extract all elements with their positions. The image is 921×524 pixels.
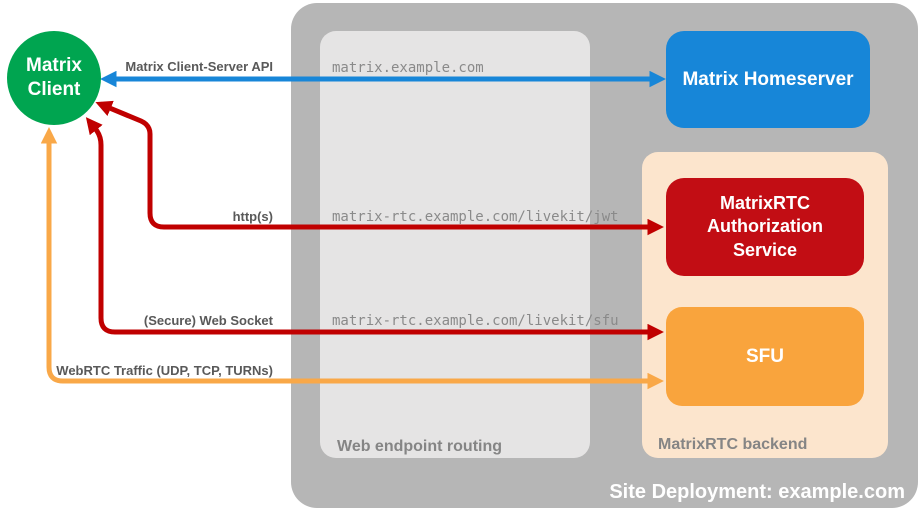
web-endpoint-routing-caption: Web endpoint routing — [337, 438, 503, 455]
node-matrix-homeserver: Matrix Homeserver — [666, 31, 870, 128]
node-matrixrtc-authorization-service: MatrixRTC Authorization Service — [666, 178, 864, 276]
edge-label-webrtc-traffic: WebRTC Traffic (UDP, TCP, TURNs) — [56, 363, 273, 378]
site-deployment-caption: Site Deployment: example.com — [609, 481, 905, 503]
edge-label-web-socket: (Secure) Web Socket — [143, 313, 273, 328]
node-sfu: SFU — [666, 307, 864, 406]
route-host-livekit-sfu: matrix-rtc.example.com/livekit/sfu — [332, 313, 619, 329]
matrix-client-label: Matrix Client — [26, 55, 82, 100]
sfu-label: SFU — [746, 345, 784, 367]
node-matrix-client: Matrix Client — [7, 31, 101, 125]
matrixrtc-backend-caption: MatrixRTC backend — [658, 436, 808, 453]
web-endpoint-routing-panel — [320, 31, 590, 458]
matrix-homeserver-label: Matrix Homeserver — [682, 68, 854, 90]
auth-service-label: MatrixRTC Authorization Service — [707, 193, 823, 260]
edge-label-https: http(s) — [232, 209, 273, 224]
route-host-matrix: matrix.example.com — [332, 60, 484, 76]
edge-label-client-server-api: Matrix Client-Server API — [125, 59, 273, 74]
route-host-livekit-jwt: matrix-rtc.example.com/livekit/jwt — [332, 209, 619, 225]
